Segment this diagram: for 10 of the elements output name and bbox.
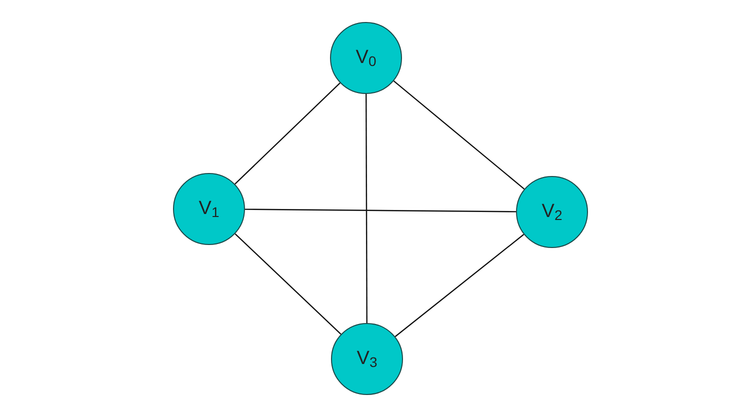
vertex-label: V$_{0}$ [356, 47, 376, 69]
vertex-label: V$_{3}$ [356, 348, 378, 370]
vertex-label: V$_{2}$ [542, 201, 562, 223]
graph-edge [366, 94, 368, 323]
graph-edge [393, 80, 525, 190]
graph-edge [245, 208, 516, 212]
graph-edge [234, 82, 340, 184]
vertex-label: V$_{1}$ [198, 198, 220, 220]
graph-edge [234, 233, 342, 335]
graph-edge [394, 234, 524, 338]
